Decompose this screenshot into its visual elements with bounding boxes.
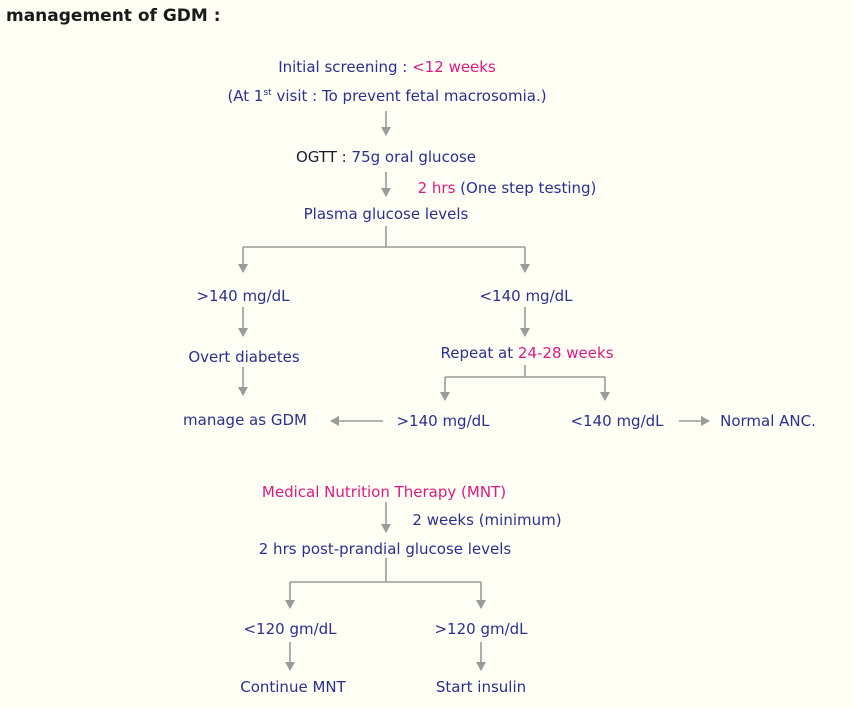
screening-time: <12 weeks (412, 58, 496, 76)
node-repeat: Repeat at 24-28 weeks (440, 344, 613, 362)
node-plasma-glucose: Plasma glucose levels (303, 205, 469, 223)
interval-time: 2 hrs (417, 179, 456, 197)
node-repeat-low: <140 mg/dL (570, 412, 664, 430)
first-visit-prefix: (At 1 (227, 87, 264, 105)
node-start-insulin: Start insulin (435, 678, 527, 696)
repeat-label: Repeat at (440, 344, 514, 362)
ogtt-label: OGTT : (295, 148, 347, 166)
node-mnt: Medical Nutrition Therapy (MNT) (261, 483, 507, 501)
node-overt-diabetes: Overt diabetes (188, 348, 300, 366)
node-postprandial: 2 hrs post-prandial glucose levels (258, 540, 512, 558)
node-repeat-high: >140 mg/dL (396, 412, 490, 430)
node-manage-gdm: manage as GDM (183, 411, 307, 429)
node-ogtt: OGTT : 75g oral glucose (296, 148, 476, 166)
node-continue-mnt: Continue MNT (240, 678, 346, 696)
node-high-120: >120 gm/dL (434, 620, 528, 638)
ogtt-detail: 75g oral glucose (351, 148, 477, 166)
first-visit-superscript: st (263, 88, 272, 98)
node-right-low: <140 mg/dL (479, 287, 573, 305)
edge-label-interval: 2 hrs (One step testing) (418, 179, 597, 197)
node-first-visit: (At 1st visit : To prevent fetal macroso… (227, 87, 546, 105)
first-visit-suffix: visit : To prevent fetal macrosomia.) (276, 87, 547, 105)
screening-label: Initial screening : (278, 58, 408, 76)
node-normal-anc: Normal ANC. (720, 412, 816, 430)
page-title: management of GDM : (6, 6, 221, 26)
node-initial-screening: Initial screening : <12 weeks (278, 58, 496, 76)
node-left-high: >140 mg/dL (196, 287, 290, 305)
repeat-time: 24-28 weeks (517, 344, 614, 362)
node-low-120: <120 gm/dL (243, 620, 337, 638)
interval-note: (One step testing) (460, 179, 597, 197)
edge-label-duration: 2 weeks (minimum) (412, 511, 562, 529)
